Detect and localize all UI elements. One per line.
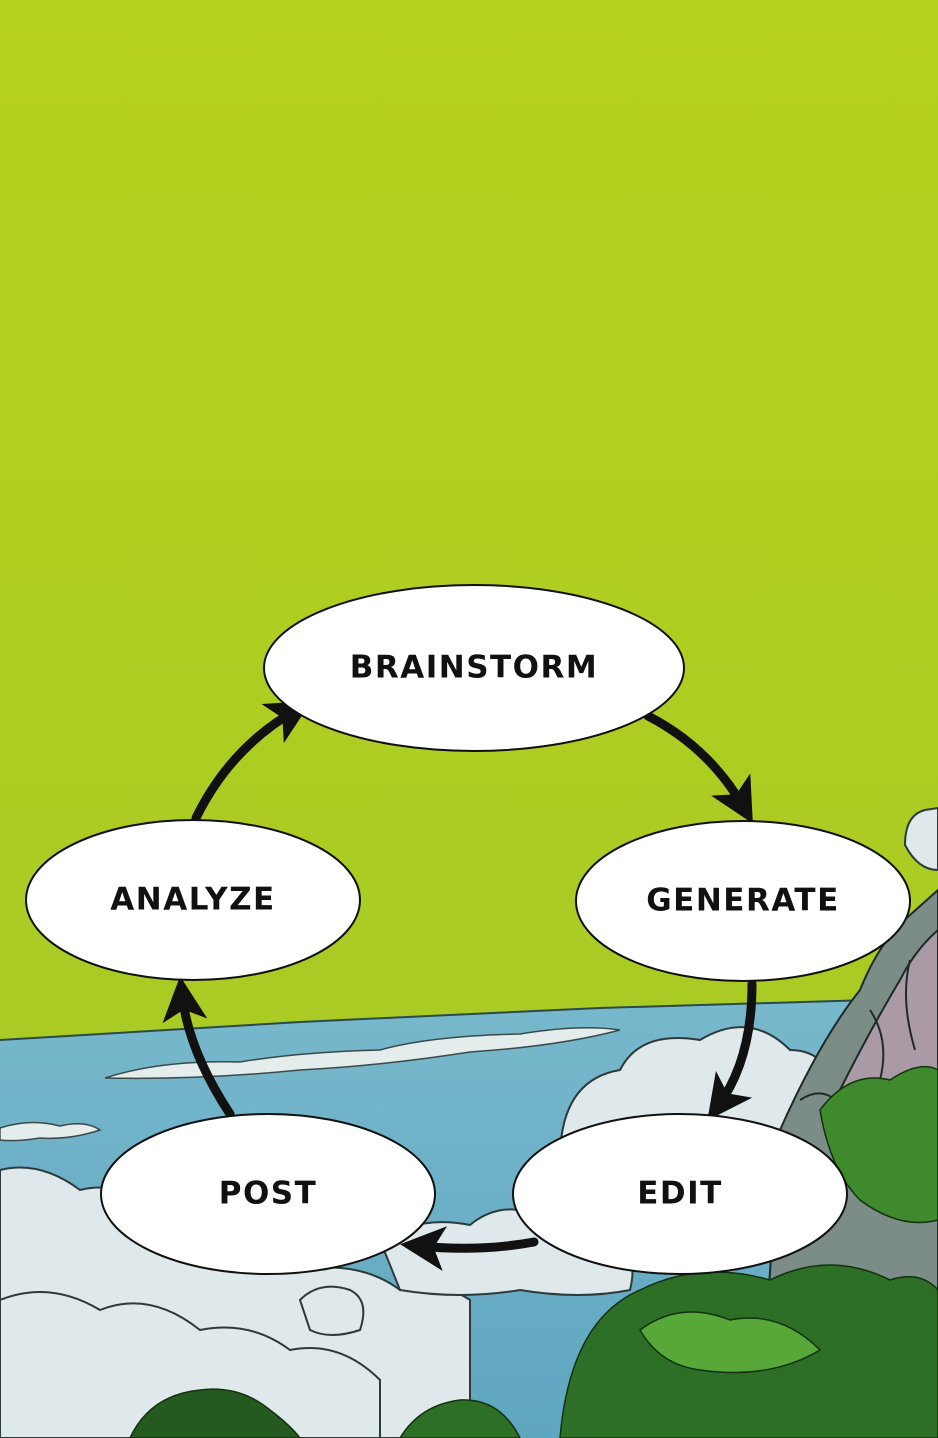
horizon-line	[0, 997, 938, 1041]
cloud-bank	[0, 806, 938, 1438]
node-edit-shape	[512, 1113, 848, 1275]
arrow-edit-to-post	[400, 1226, 539, 1271]
node-edit: EDIT	[512, 1113, 848, 1275]
node-edit-label: EDIT	[637, 1176, 723, 1212]
node-post-shape	[100, 1113, 436, 1275]
node-analyze-label: ANALYZE	[110, 882, 275, 918]
node-generate-shape	[575, 820, 911, 982]
arrow-brainstorm-to-generate	[643, 711, 753, 824]
distant-clouds	[0, 1027, 621, 1142]
node-generate: GENERATE	[575, 820, 911, 982]
arrow-post-to-analyze	[162, 976, 235, 1119]
node-generate-label: GENERATE	[646, 883, 840, 919]
foliage	[129, 1065, 938, 1438]
node-brainstorm: BRAINSTORM	[263, 584, 685, 752]
node-post-label: POST	[219, 1176, 318, 1212]
node-post: POST	[100, 1113, 436, 1275]
cycle-arrows	[162, 701, 757, 1271]
node-analyze-shape	[25, 819, 361, 981]
arrow-analyze-to-brainstorm	[191, 701, 312, 823]
node-analyze: ANALYZE	[25, 819, 361, 981]
node-brainstorm-label: BRAINSTORM	[350, 650, 599, 686]
node-brainstorm-shape	[263, 584, 685, 752]
arrow-generate-to-edit	[707, 979, 757, 1121]
